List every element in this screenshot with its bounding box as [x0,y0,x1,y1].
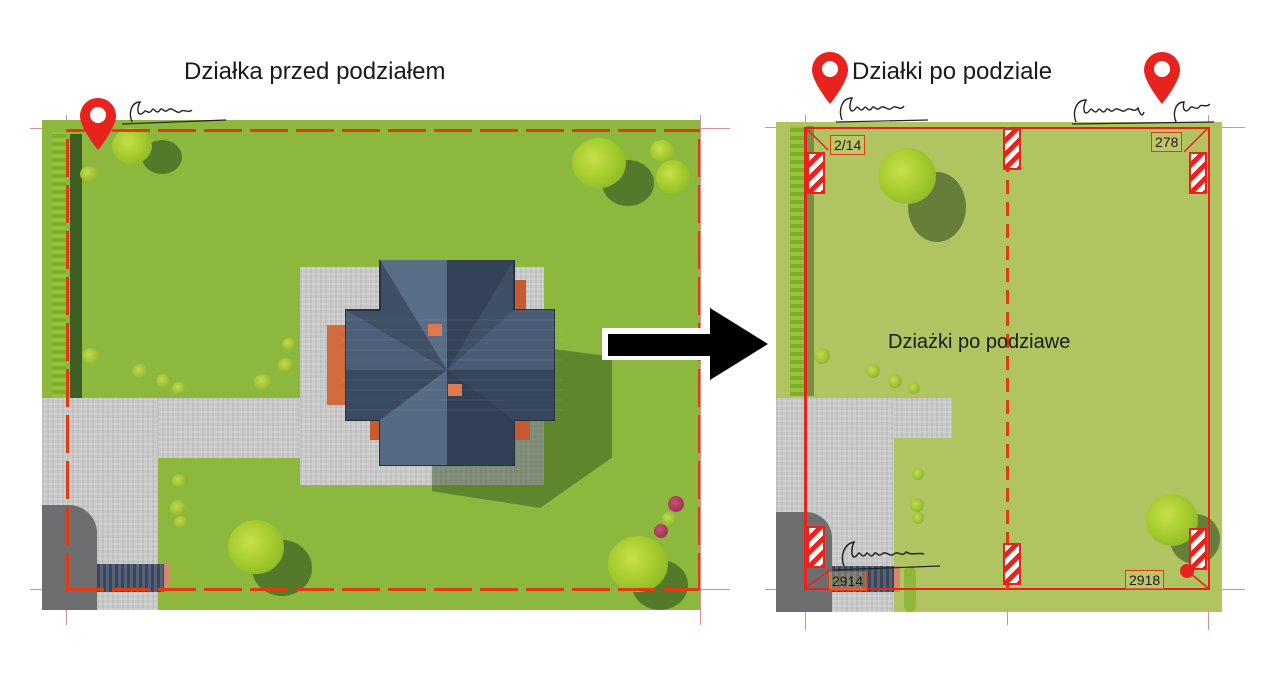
shrub [278,358,294,372]
boundary-marker-icon [807,152,825,194]
tree [878,148,936,204]
shrub [908,382,920,394]
map-pin-icon [80,98,116,150]
parcel-boundary-right [1208,127,1210,590]
plot-before [42,120,700,610]
boundary-marker-icon [807,526,825,568]
shrub [866,364,880,378]
house-roof [342,260,562,466]
hedge [790,126,804,396]
shrub [282,338,296,350]
arrow-right-icon [602,308,768,380]
parcel-label-top-left: 2/14 [830,135,866,155]
parcel-label-bottom-left: 2914 [828,571,868,591]
map-pin-icon [812,52,848,104]
shrub [172,382,186,394]
shrub [132,364,148,378]
gate [832,566,894,592]
shrub [80,166,98,182]
left-panel-title: Działka przed podziałem [184,58,446,85]
hedge-shadow [70,134,82,402]
flower-shrub [668,496,684,512]
gate-post [894,566,900,592]
tree [572,138,626,188]
shrub [814,348,830,364]
property-boundary-bottom [66,588,700,591]
shrub [662,512,676,526]
parcel-label-bottom-right: 2918 [1125,570,1165,590]
hedge-short [172,564,184,610]
signature-icon [835,97,929,123]
shrub [912,512,924,524]
gate-post [164,564,170,592]
tree [650,140,674,162]
boundary-marker-icon [1189,152,1207,194]
signature-icon [121,101,227,125]
parcel-boundary-left [804,127,807,590]
parcel-label-top-right: 278 [1151,132,1183,152]
boundary-marker-icon [1189,528,1207,570]
shrub [174,516,188,528]
center-label: Dziażki po podziawe [888,331,1071,353]
street-asphalt [42,505,97,610]
plot-after [776,122,1222,612]
map-pin-icon [1144,52,1180,104]
corner-lines [805,127,1209,589]
flower-shrub [654,524,668,538]
shrub [170,500,186,516]
hedge-shadow [806,126,814,396]
lawn-corner [894,438,952,496]
shrub [172,474,186,488]
tree [112,128,152,164]
hedge [52,132,66,402]
brick-wall-left [327,325,349,405]
tree [608,536,668,592]
shrub [888,374,902,388]
boundary-marker-icon [1003,543,1021,585]
shrub [156,374,170,388]
right-panel-title: Działki po podziale [852,58,1053,85]
division-line [1006,127,1009,590]
signature-icon [1071,99,1215,125]
tree [228,520,284,574]
property-boundary-left [66,129,69,591]
shrub [254,374,272,390]
shrub [912,468,924,480]
guide-line-vert-right [700,115,701,625]
signature-icon [833,540,941,571]
shrub [82,348,100,364]
shrub [910,498,924,512]
lawn-corner [158,458,218,518]
boundary-marker-icon [1003,128,1021,170]
gate [97,564,165,592]
tree [656,160,690,194]
property-boundary-top [66,129,700,132]
